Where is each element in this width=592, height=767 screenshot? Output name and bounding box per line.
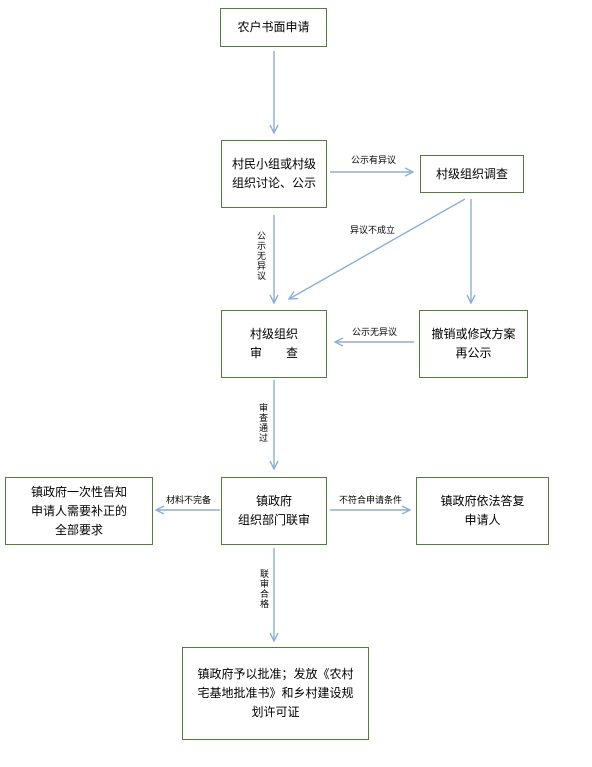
- label-incomplete: 材料不完备: [166, 496, 212, 506]
- label-no-objection-vertical: 公示无异议: [256, 232, 266, 282]
- node-town-reply: 镇政府依法答复 申请人: [416, 477, 549, 545]
- label-joint-passed: 联审合格: [259, 570, 269, 610]
- node-approve: 镇政府予以批准；发放《农村 宅基地批准书》和乡村建设规 划许可证: [182, 647, 369, 740]
- node-apply-text: 农户书面申请: [237, 20, 310, 34]
- node-apply: 农户书面申请: [220, 8, 327, 47]
- arrow-investigate-to-review: [289, 198, 466, 299]
- node-village-investigate-text: 村级组织调查: [435, 166, 508, 181]
- label-no-objection-left: 公示无异议: [352, 328, 398, 338]
- label-review-passed: 审查通过: [258, 404, 268, 444]
- label-not-eligible: 不符合申请条件: [339, 496, 403, 506]
- label-objection-invalid: 异议不成立: [350, 226, 396, 236]
- node-town-joint: 镇政府 组织部门联审: [221, 477, 327, 545]
- node-village-review-text: 村级组织 审 查: [249, 327, 298, 360]
- node-revoke-text: 撤销或修改方案 再公示: [431, 327, 516, 360]
- node-village-discuss: 村民小组或村级 组织讨论、公示: [221, 140, 327, 208]
- node-village-investigate: 村级组织调查: [420, 155, 524, 193]
- node-town-inform: 镇政府一次性告知 申请人需要补正的 全部要求: [5, 477, 153, 545]
- node-revoke: 撤销或修改方案 再公示: [419, 310, 528, 378]
- node-approve-text: 镇政府予以批准；发放《农村 宅基地批准书》和乡村建设规 划许可证: [197, 667, 354, 719]
- node-town-joint-text: 镇政府 组织部门联审: [237, 494, 310, 527]
- node-town-inform-text: 镇政府一次性告知 申请人需要补正的 全部要求: [30, 484, 127, 537]
- node-town-reply-text: 镇政府依法答复 申请人: [440, 494, 525, 527]
- node-village-review: 村级组织 审 查: [221, 310, 327, 378]
- node-village-discuss-text: 村民小组或村级 组织讨论、公示: [231, 157, 316, 190]
- label-objection: 公示有异议: [351, 156, 397, 166]
